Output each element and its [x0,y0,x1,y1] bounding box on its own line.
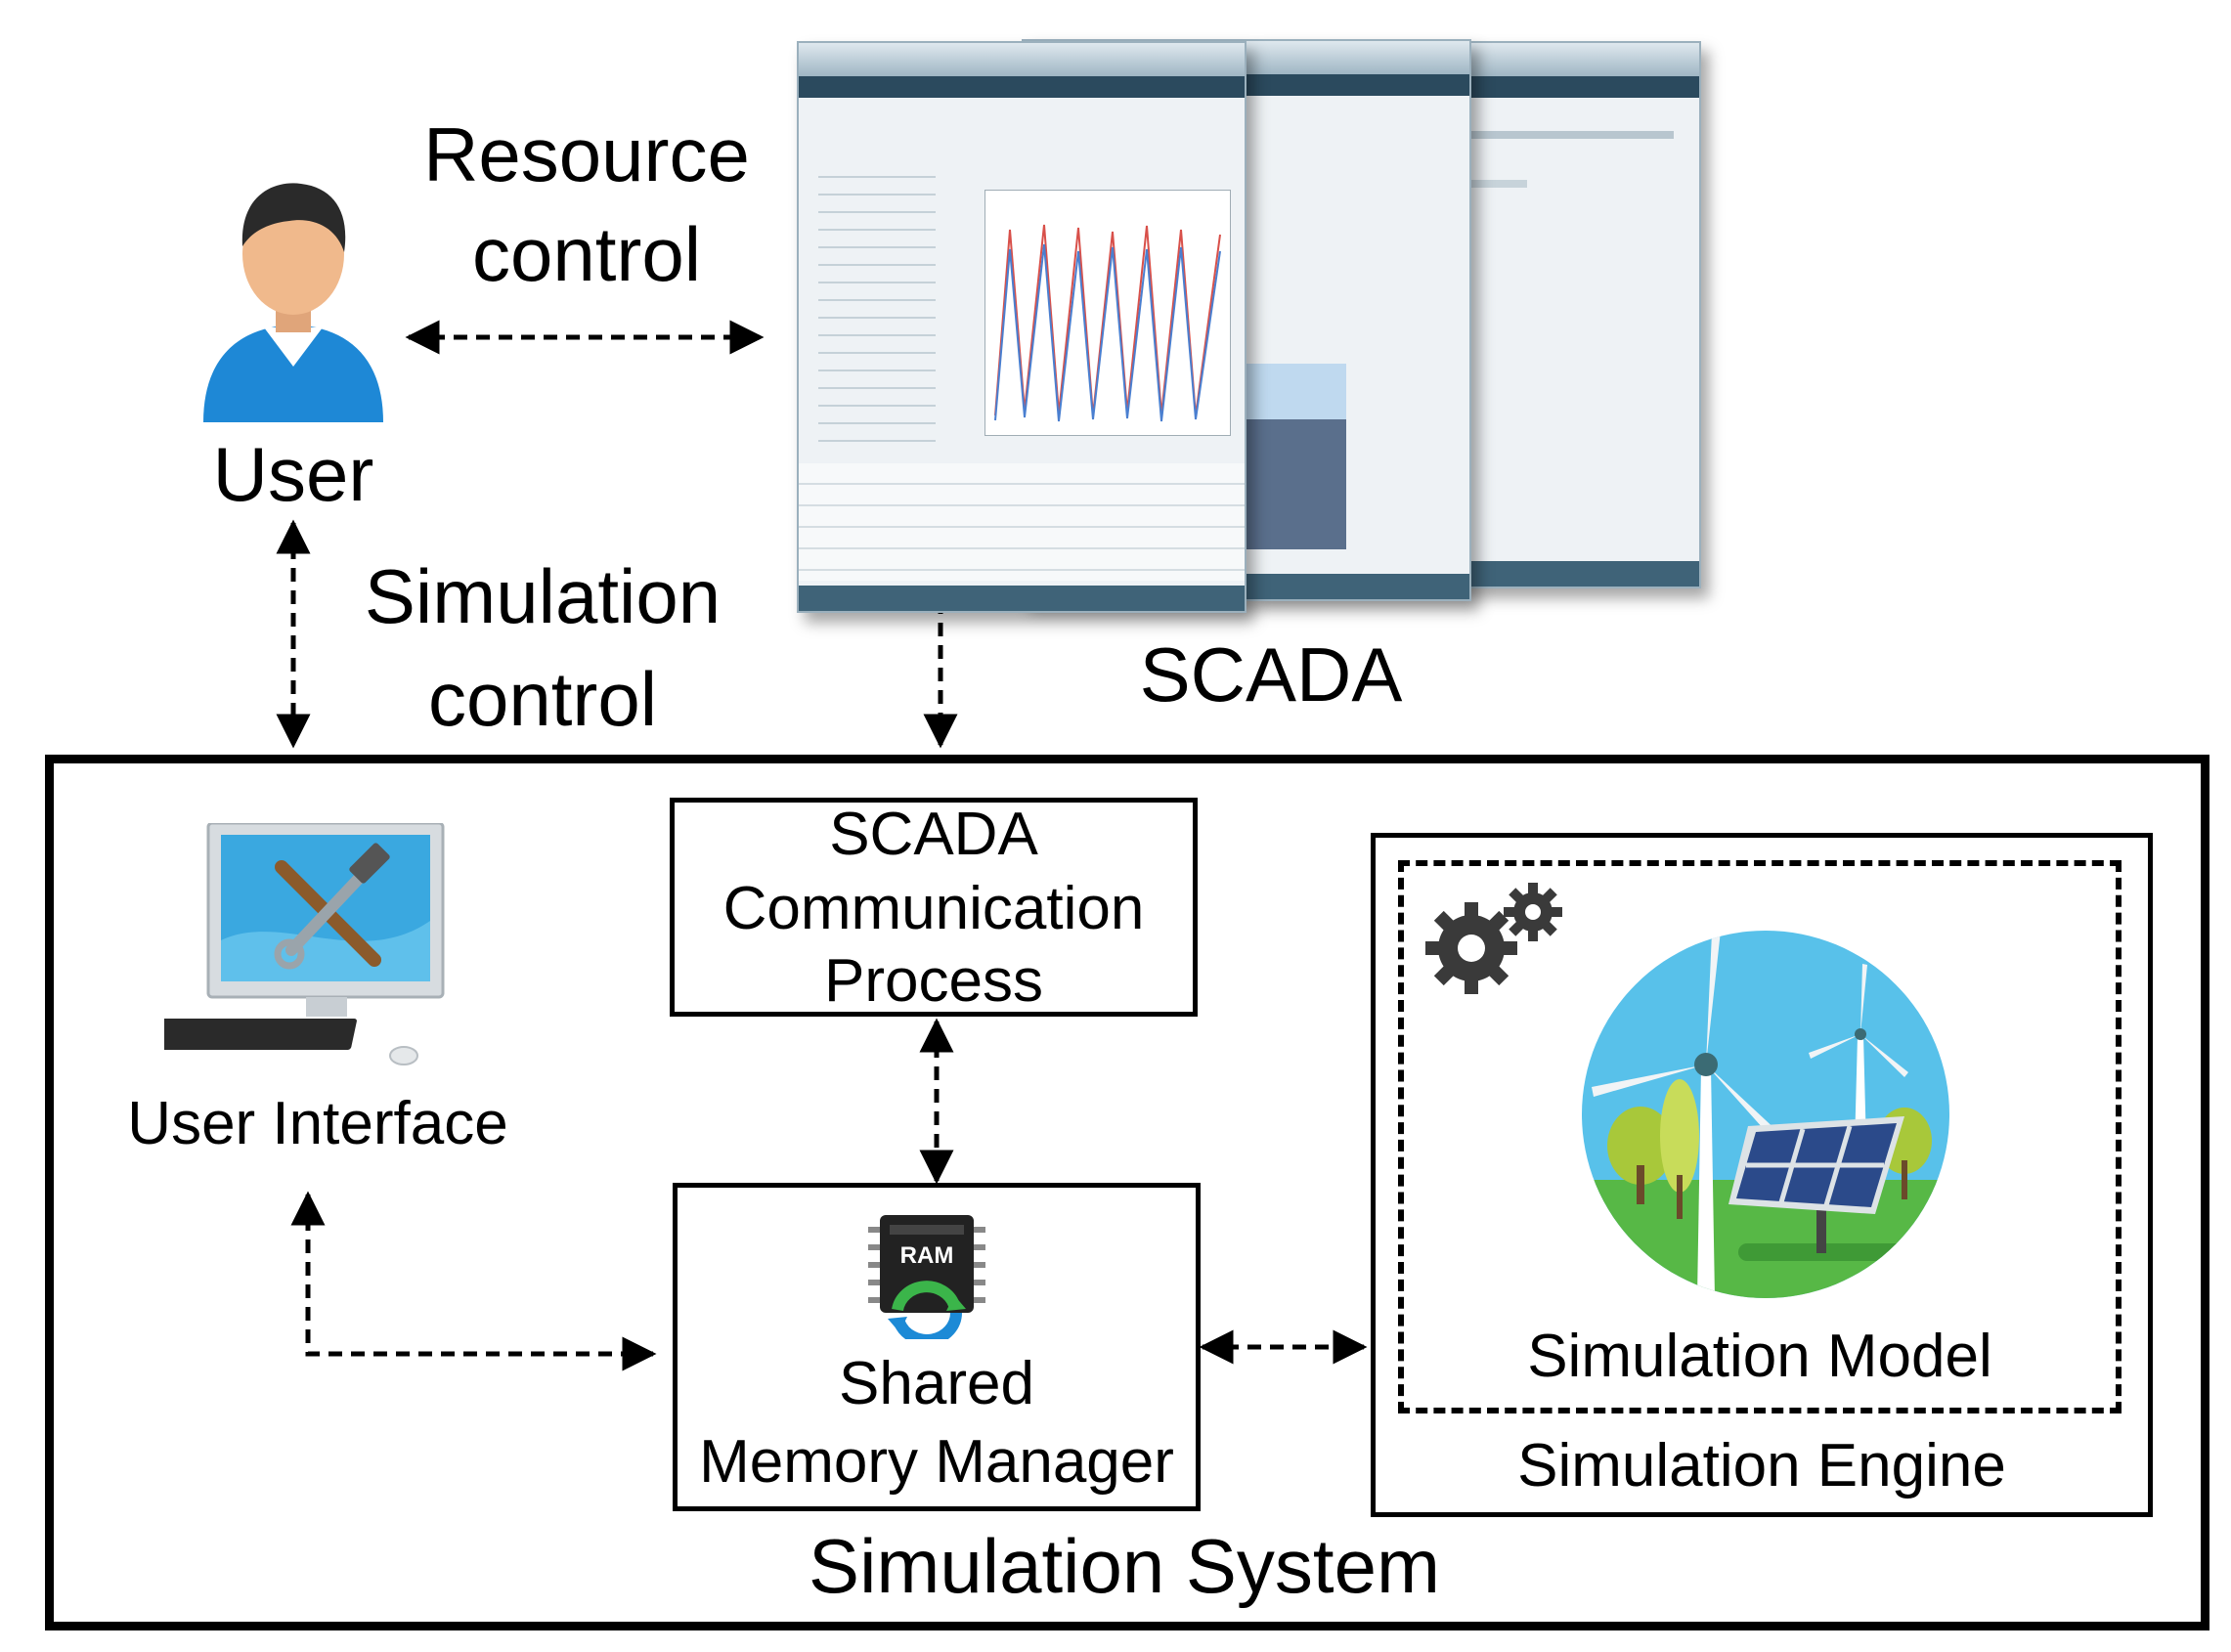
scada-label: SCADA [1139,631,1403,717]
wind-solar-icon [1582,931,1949,1298]
simulation-system-label: Simulation System [809,1523,1440,1609]
scada-comm-label-line3: Process [824,947,1043,1015]
shared-memory-label-line2: Memory Manager [699,1428,1174,1496]
scada-comm-label-line1: SCADA [829,801,1038,868]
simulation-engine-label: Simulation Engine [1517,1432,2006,1500]
resource-control-label-line2: control [471,211,702,297]
gears-icon [1425,883,1562,994]
user-avatar-icon [203,183,383,422]
scada-comm-label-line2: Communication [722,875,1145,942]
shared-memory-manager-box [673,1183,1201,1511]
simulation-engine-box [1371,833,2153,1517]
simulation-model-box [1398,860,2122,1413]
ram-chip-icon [868,1215,985,1339]
scada-screen-1 [797,41,1247,613]
scada-communication-process-box [670,798,1198,1017]
simulation-control-label-line1: Simulation [364,553,722,639]
simulation-model-label: Simulation Model [1527,1323,1992,1390]
resource-control-label-line1: Resource [423,111,750,197]
computer-tools-icon [164,823,445,1065]
user-interface-label: User Interface [127,1090,508,1157]
simulation-system-frame [45,755,2209,1630]
user-label: User [212,431,374,517]
ram-chip-label: RAM [899,1242,954,1269]
ui-memory-arrow [290,1191,657,1371]
shared-memory-label-line1: Shared [839,1350,1034,1417]
simulation-control-label-line2: control [427,656,658,742]
